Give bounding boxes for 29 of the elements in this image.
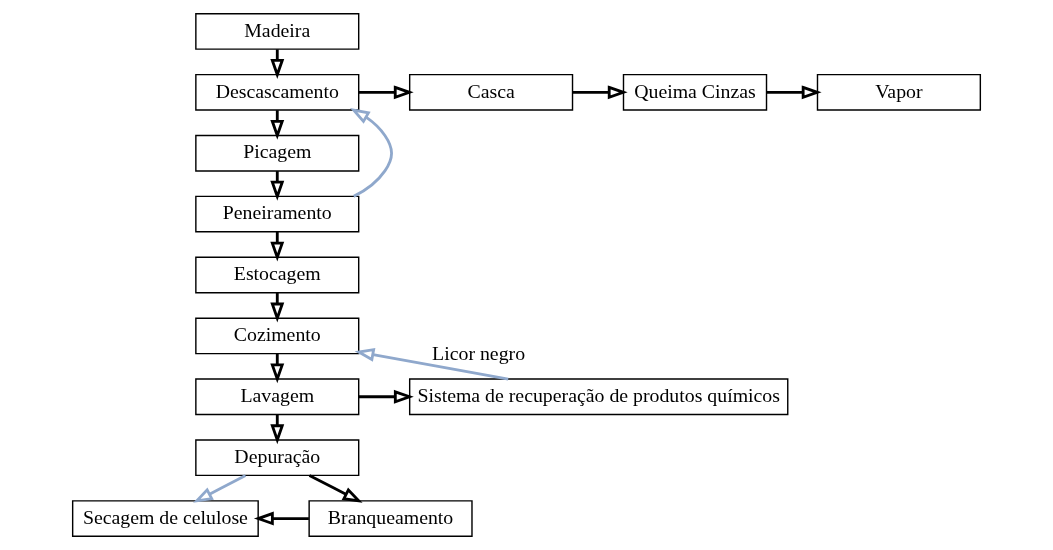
arrow: [270, 292, 285, 323]
node-box: Branqueamento: [308, 500, 473, 537]
arrow: [270, 110, 285, 140]
node-box: Estocagem: [195, 256, 360, 294]
edge-label: Licor negro: [432, 342, 526, 365]
node-box: Casca: [408, 73, 574, 111]
arrow: [308, 474, 363, 503]
arrow: [572, 85, 628, 100]
node-box: Picagem: [195, 134, 360, 172]
node-box: Madeira: [195, 13, 360, 50]
node-box: Sistema de recuperação de produtos químicos: [408, 378, 789, 416]
arrow: [358, 85, 414, 100]
arrow: [358, 389, 414, 404]
node-box: Depuração: [195, 439, 360, 477]
node-box: Descascamento: [195, 73, 360, 111]
node-box: Secagem de celulose: [71, 500, 259, 537]
arrow: [354, 347, 509, 381]
arrow: [253, 511, 309, 526]
arrow: [350, 107, 393, 198]
arrow: [270, 171, 285, 201]
arrow: [270, 232, 285, 262]
arrow: [270, 49, 285, 79]
node-box: Peneiramento: [195, 195, 360, 233]
node-box: Cozimento: [195, 317, 360, 355]
node-box: Queima Cinzas: [622, 73, 768, 111]
arrow: [193, 474, 247, 503]
node-box: Vapor: [816, 73, 982, 111]
node-box: Lavagem: [195, 378, 360, 416]
arrow: [766, 85, 822, 100]
